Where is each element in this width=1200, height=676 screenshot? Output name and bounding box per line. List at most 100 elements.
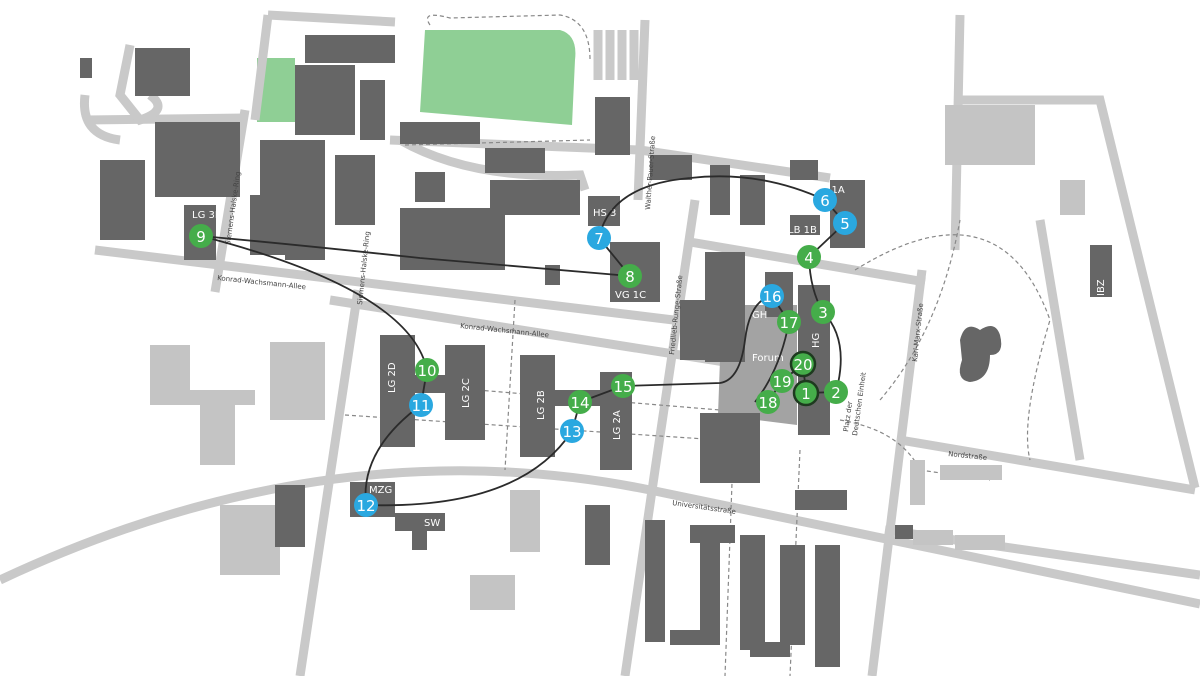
marker-number: 20 (793, 356, 812, 374)
building (700, 413, 760, 483)
marker-circle (618, 264, 642, 288)
marker-3[interactable]: 3 (811, 300, 835, 324)
building (645, 520, 665, 642)
label-vg1c: VG 1C (615, 290, 646, 301)
label-ibz: IBZ (1096, 279, 1107, 296)
marker-circle (189, 224, 213, 248)
label-hs3: HS 3 (593, 208, 616, 219)
marker-circle (409, 393, 433, 417)
building-planned (220, 505, 280, 575)
marker-circle (833, 211, 857, 235)
marker-11[interactable]: 11 (409, 393, 433, 417)
marker-6[interactable]: 6 (813, 188, 837, 212)
marker-8[interactable]: 8 (618, 264, 642, 288)
building-planned (913, 530, 953, 545)
marker-17[interactable]: 17 (777, 310, 801, 334)
marker-number: 2 (831, 384, 841, 402)
marker-number: 9 (196, 228, 206, 246)
footpath (879, 219, 961, 401)
road (115, 44, 163, 126)
marker-circle (811, 300, 835, 324)
label-forum: Forum (752, 353, 784, 364)
marker-circle (789, 350, 817, 378)
marker-number: 14 (570, 394, 589, 412)
marker-circle (824, 380, 848, 404)
building (895, 525, 913, 539)
building-planned (470, 575, 515, 610)
marker-12[interactable]: 12 (354, 493, 378, 517)
building (585, 505, 610, 565)
building (545, 265, 560, 285)
building (815, 545, 840, 667)
building (415, 172, 445, 202)
label-gh: GH (752, 310, 767, 321)
route-segment (364, 404, 422, 506)
building (740, 175, 765, 225)
building (680, 300, 725, 360)
building-planned (945, 105, 1035, 165)
marker-circle (415, 358, 439, 382)
marker-20[interactable]: 20 (789, 350, 817, 378)
footpath (839, 419, 991, 481)
pond (959, 326, 1002, 382)
building (80, 58, 92, 78)
marker-number: 17 (779, 314, 798, 332)
building-planned (510, 490, 540, 552)
building (650, 155, 692, 180)
marker-15[interactable]: 15 (611, 374, 635, 398)
label-lg2b: LG 2B (536, 390, 547, 420)
buildings-layer (80, 35, 1112, 667)
marker-circle (813, 188, 837, 212)
building-planned (270, 342, 325, 420)
building (790, 215, 820, 235)
marker-number: 11 (411, 397, 430, 415)
building (100, 160, 145, 240)
marker-9[interactable]: 9 (189, 224, 213, 248)
marker-number: 6 (820, 192, 830, 210)
road (962, 95, 1200, 490)
building (400, 208, 505, 270)
building (670, 630, 710, 645)
marker-7[interactable]: 7 (587, 226, 611, 250)
marker-5[interactable]: 5 (833, 211, 857, 235)
label-sw: SW (424, 518, 440, 529)
marker-number: 18 (758, 394, 777, 412)
building-planned (955, 535, 1005, 550)
road (79, 94, 121, 145)
building (595, 97, 630, 155)
marker-circle (611, 374, 635, 398)
building (750, 642, 790, 657)
marker-13[interactable]: 13 (560, 419, 584, 443)
building-planned (910, 460, 925, 505)
marker-16[interactable]: 16 (760, 284, 784, 308)
sports-field (420, 30, 576, 125)
marker-circle (560, 419, 584, 443)
building (275, 485, 305, 547)
marker-4[interactable]: 4 (797, 245, 821, 269)
marker-circle (587, 226, 611, 250)
marker-18[interactable]: 18 (756, 390, 780, 414)
building (400, 122, 480, 144)
building (305, 35, 395, 63)
building (395, 513, 445, 531)
road (620, 199, 700, 676)
building (360, 80, 385, 140)
footpath (504, 299, 516, 471)
building (485, 148, 545, 173)
marker-1[interactable]: 1 (792, 379, 820, 407)
building (335, 155, 375, 225)
route-segment (200, 235, 428, 371)
marker-circle (777, 310, 801, 334)
marker-19[interactable]: 19 (770, 369, 794, 393)
marker-10[interactable]: 10 (415, 358, 439, 382)
marker-number: 3 (818, 304, 828, 322)
marker-14[interactable]: 14 (568, 390, 592, 414)
marker-circle (568, 390, 592, 414)
building (295, 65, 355, 135)
label-mzg: MZG (369, 485, 392, 496)
building (790, 160, 818, 180)
footpath (426, 14, 591, 61)
marker-2[interactable]: 2 (824, 380, 848, 404)
label-lg3e: LG 3E (192, 210, 221, 221)
